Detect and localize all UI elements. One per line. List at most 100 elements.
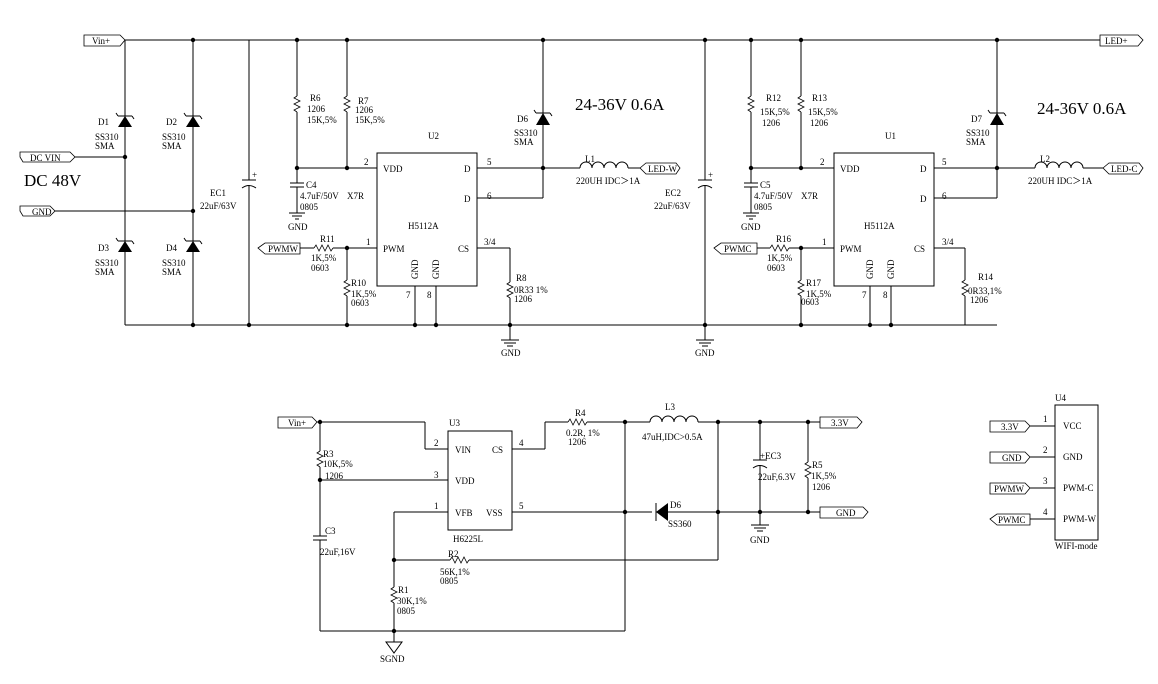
u4-pinnum-4: 4 [1043,507,1048,517]
u3-pin-vin: VIN [455,445,471,455]
r8-v2: 1206 [514,294,533,304]
d4-pkg: SMA [162,267,182,277]
r12-ref: R12 [766,93,781,103]
r5-v2: 1206 [812,482,831,492]
diode-d2 [183,112,203,127]
u3-pin-cs: CS [492,445,503,455]
r5-v1: 1K,5% [811,471,837,481]
u3-pinnum-5: 5 [519,501,524,511]
net-out-u1 [934,40,1103,199]
net-buck-out [512,415,820,631]
u2-pinnum-1: 1 [366,237,371,247]
u1-pinnum-2: 2 [820,157,825,167]
diode-d6 [533,109,553,125]
port-dc-vin: DC VIN [19,151,76,163]
r13-ref: R13 [812,93,828,103]
port-led-w-label: LED-W [648,164,677,174]
port-u4-gnd-label: GND [1002,453,1022,463]
r8-ref: R8 [516,273,527,283]
port-gnd-out-label: GND [836,508,856,518]
r2-ref: R2 [448,549,459,559]
port-led-w: LED-W [639,162,681,175]
r11-v2: 0603 [311,263,330,273]
u4-pinname-2: GND [1063,452,1083,462]
port-vin-top: Vin+ [83,34,126,47]
u1-pinnum-34: 3/4 [942,237,954,247]
r10-ref: R10 [351,278,367,288]
d6-buck-part: SS360 [668,519,692,529]
r2-v1: 56K,1% [440,567,470,577]
ec1-ref: EC1 [210,188,226,198]
u4-pin-2: 2 GND [1030,445,1083,462]
r16-v2: 0603 [767,263,786,273]
u2-pinnum-7: 7 [406,290,411,300]
r10-v2: 0603 [351,298,370,308]
u3-pinnum-1: 1 [434,501,439,511]
capacitor-ec3 [751,422,769,532]
r4-v1: 0.2R, 1% [566,428,600,438]
u4-pinname-3: PWM-C [1063,483,1094,493]
port-33v-out: 3.3V [819,416,863,429]
u3-pinnum-4: 4 [519,438,524,448]
u2-pinnum-8: 8 [427,290,432,300]
d4-ref: D4 [166,243,177,253]
resistor-r11 [300,244,377,252]
heading-w: 24-36V 0.6A [575,95,665,114]
r6-ref: R6 [310,93,321,103]
d1-part: SS310 [95,132,119,142]
ec2-value: 22uF/63V [654,201,691,211]
c3-ref: C3 [325,526,336,536]
u2-pinnum-5: 5 [487,157,492,167]
c5-v3: 0805 [754,202,773,212]
l1-ref: L1 [585,154,595,164]
ic-u3 [447,430,513,531]
resistor-r10 [343,248,351,328]
resistor-r6 [293,40,301,171]
d6-part: SS310 [514,128,538,138]
d2-part: SS310 [162,132,186,142]
u2-pin-d2: D [464,194,471,204]
r3-ref: R3 [323,449,334,459]
d7-ref: D7 [971,114,982,124]
r1-ref: R1 [398,585,409,595]
u1-pin-gnd2: GND [886,259,896,279]
port-pwmw-in-label: PWMW [268,244,299,254]
port-gnd-in: GND [19,205,56,217]
l2-ref: L2 [1040,154,1050,164]
port-u4-pwmc: PWMC [989,513,1031,526]
d6-ref: D6 [517,114,528,124]
u4-pinnum-2: 2 [1043,445,1048,455]
u1-pinnum-1: 1 [822,237,827,247]
u4-pinnum-1: 1 [1043,414,1048,424]
port-vin-bottom: Vin+ [277,416,318,429]
c3-value: 22uF,16V [320,547,356,557]
r4-ref: R4 [575,408,586,418]
u2-pinnum-34: 3/4 [484,237,496,247]
u3-part: H6225L [453,534,483,544]
u2-pin-gnd1: GND [410,259,420,279]
r1-v2: 0805 [397,606,416,616]
u2-pinnum-6: 6 [487,191,492,201]
r1-v1: 30K,1% [397,596,427,606]
resistor-r7 [343,40,351,171]
c5-v1: 4.7uF/50V [754,191,793,201]
resistor-r12 [747,40,755,171]
port-vin-bottom-label: Vin+ [288,418,306,428]
port-u4-pwmw: PWMW [989,482,1031,495]
r2-v2: 0805 [440,576,459,586]
ec3-gnd-label: GND [750,535,770,545]
r14-ref: R14 [978,272,994,282]
u2-ref: U2 [428,131,439,141]
net-gnd-u2 [412,247,519,347]
d2-ref: D2 [166,117,177,127]
u1-ref: U1 [885,131,896,141]
module-u4 [1054,404,1099,541]
u1-pin-vdd: VDD [840,164,860,174]
u2-pin-gnd2: GND [431,259,441,279]
port-pwmc-in: PWMC [713,242,758,255]
l1-value: 220UH IDC＞1A [576,176,641,186]
r3-v2: 1206 [325,471,344,481]
r14-v1: 0R33,1% [968,286,1002,296]
u4-pinname-1: VCC [1063,421,1082,431]
sgnd-label: SGND [380,654,405,664]
